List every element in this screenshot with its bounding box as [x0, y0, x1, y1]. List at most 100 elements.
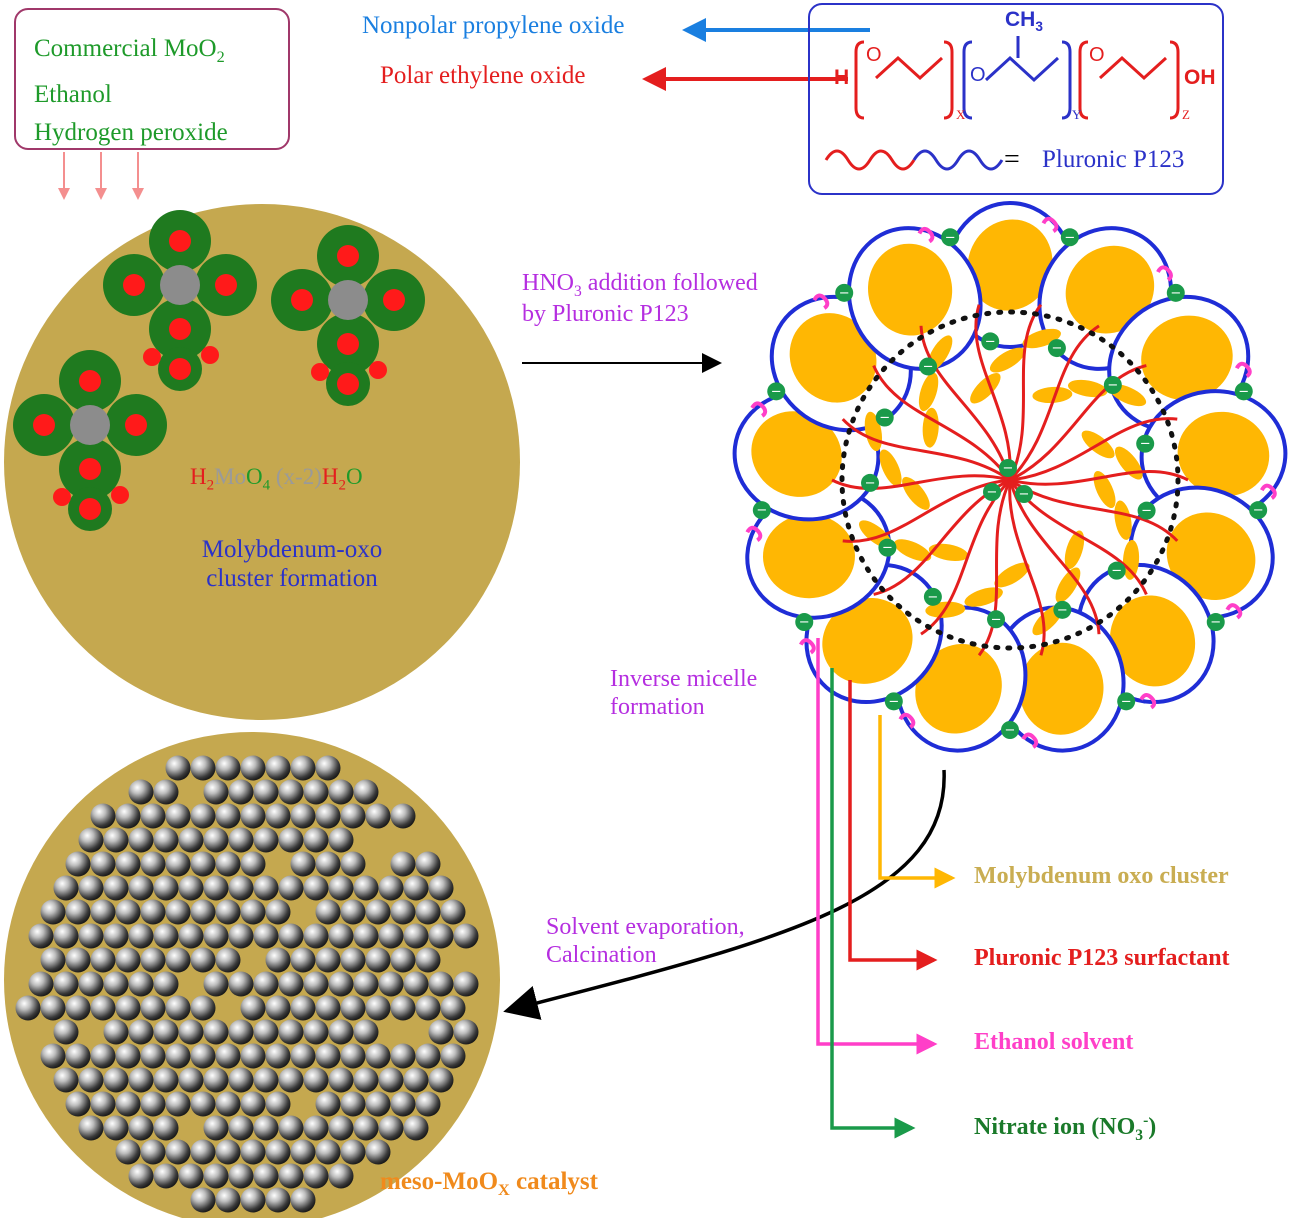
moox-particle: [65, 995, 91, 1021]
moox-particle: [453, 971, 479, 997]
moox-particle: [53, 1067, 79, 1093]
svg-text:−: −: [1121, 694, 1132, 709]
nitrate-ion: −: [1047, 339, 1066, 358]
oxygen-1: O: [866, 44, 882, 66]
moox-particle: [390, 947, 416, 973]
moox-particle: [328, 1163, 354, 1189]
moox-particle: [340, 995, 366, 1021]
moox-particle: [40, 947, 66, 973]
svg-text:−: −: [1003, 461, 1014, 476]
nitrate-ion: −: [999, 459, 1017, 477]
nitrate-ion: −: [1060, 228, 1079, 247]
oxo-fragment: [894, 539, 932, 562]
moox-particle: [153, 779, 179, 805]
moox-particle: [78, 923, 104, 949]
polar-label: Polar ethylene oxide: [380, 62, 586, 89]
moox-particle: [353, 1115, 379, 1141]
moox-particle: [203, 827, 229, 853]
moox-particle: [128, 1067, 154, 1093]
oxo-fragment: [964, 587, 1003, 607]
oxo-molecule-2: [271, 225, 425, 406]
moox-particle: [403, 971, 429, 997]
svg-text:−: −: [945, 230, 956, 245]
moox-particle: [303, 827, 329, 853]
moox-particle: [303, 1115, 329, 1141]
moox-particle: [140, 995, 166, 1021]
svg-text:−: −: [1253, 503, 1264, 518]
moox-particle: [378, 1115, 404, 1141]
svg-text:−: −: [1141, 504, 1152, 519]
moox-particle: [128, 923, 154, 949]
moox-particle: [340, 947, 366, 973]
moox-particle: [253, 923, 279, 949]
moox-particle: [340, 1043, 366, 1069]
moox-particle: [253, 779, 279, 805]
moox-particle: [103, 1067, 129, 1093]
moox-particle: [378, 923, 404, 949]
moox-particle: [453, 1019, 479, 1045]
moox-particle: [278, 1163, 304, 1189]
moox-particle: [178, 1019, 204, 1045]
moox-particle: [190, 1187, 216, 1213]
moox-particle: [315, 995, 341, 1021]
moox-particle: [303, 875, 329, 901]
moox-particle: [40, 995, 66, 1021]
moox-particle: [65, 947, 91, 973]
moox-particle: [278, 1019, 304, 1045]
oxo-fragment: [879, 449, 902, 487]
meso-moox-particles: [15, 755, 479, 1213]
moox-particle: [228, 1019, 254, 1045]
p123-chain: [1009, 364, 1147, 482]
moox-particle: [390, 899, 416, 925]
moox-particle: [290, 1043, 316, 1069]
reagent-moo2: Commercial MoO2: [34, 35, 225, 66]
moox-particle: [265, 947, 291, 973]
moox-particle: [440, 899, 466, 925]
moox-particle: [365, 1091, 391, 1117]
moox-particle: [90, 803, 116, 829]
svg-text:−: −: [771, 384, 782, 399]
moox-particle: [240, 803, 266, 829]
inverse-micelle-label: Inverse micelle formation: [610, 666, 758, 720]
nitrate-ion: −: [1053, 600, 1072, 619]
micelle-petal: [846, 226, 983, 371]
moox-particle: [178, 923, 204, 949]
moox-particle: [428, 971, 454, 997]
oxo-cluster-solution-circle: [4, 204, 520, 720]
moox-particle: [240, 1139, 266, 1165]
nitrate-ion: −: [981, 332, 1000, 351]
nitrate-ion: −: [884, 692, 903, 711]
svg-text:−: −: [985, 334, 996, 349]
moox-particle: [78, 1115, 104, 1141]
moox-particle: [353, 971, 379, 997]
moox-particle: [290, 1139, 316, 1165]
moox-particle: [78, 827, 104, 853]
moox-particle: [103, 875, 129, 901]
moox-particle: [190, 1043, 216, 1069]
nonpolar-label: Nonpolar propylene oxide: [362, 12, 625, 39]
p123-structural-formula: [824, 36, 1180, 171]
moox-particle: [78, 971, 104, 997]
svg-text:−: −: [1019, 487, 1030, 502]
nitrate-ion: −: [1107, 561, 1126, 580]
moox-particle: [278, 1067, 304, 1093]
oxo-fragment: [928, 543, 969, 562]
moox-particle: [365, 995, 391, 1021]
moox-particle: [378, 875, 404, 901]
moox-particle: [265, 1043, 291, 1069]
moox-particle: [153, 875, 179, 901]
moox-particle: [415, 899, 441, 925]
moox-particle: [315, 1091, 341, 1117]
oxo-molecules: [13, 210, 425, 531]
index-y: Y: [1072, 107, 1082, 122]
moox-particle: [328, 875, 354, 901]
moox-particle: [215, 1187, 241, 1213]
oxygen-2: O: [970, 64, 986, 86]
moox-particle: [153, 1163, 179, 1189]
moox-particle: [128, 779, 154, 805]
svg-text:−: −: [799, 615, 810, 630]
moox-particle: [178, 1067, 204, 1093]
moox-particle: [115, 899, 141, 925]
moox-particle: [165, 1043, 191, 1069]
moox-particle: [203, 875, 229, 901]
